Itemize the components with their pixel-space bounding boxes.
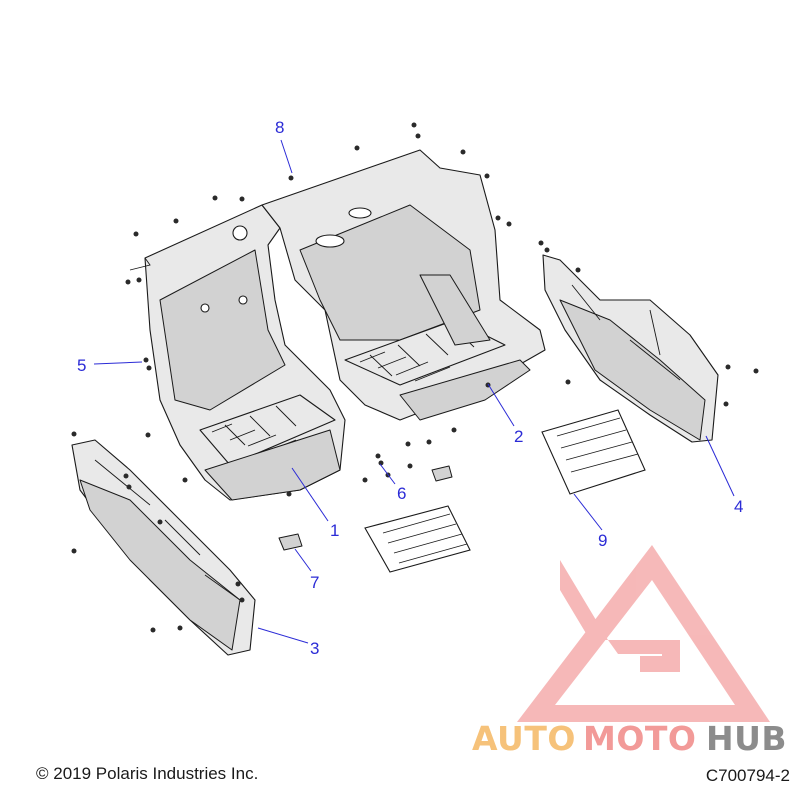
- left-floor-tub: [129, 204, 346, 501]
- callouts: 8 5 1 2 3 4 6 7 9: [77, 118, 743, 658]
- callout-5: 5: [77, 356, 86, 375]
- callout-4: 4: [734, 497, 743, 516]
- left-side-panel: [71, 439, 256, 656]
- callout-6: 6: [397, 484, 406, 503]
- right-side-panel: [542, 254, 719, 443]
- floor-mat-left: [364, 505, 471, 573]
- diagram-code: C700794-2: [705, 766, 790, 785]
- watermark-text: AUTO MOTO HUB: [472, 719, 787, 758]
- watermark-hub: HUB: [706, 719, 787, 758]
- callout-9: 9: [598, 531, 607, 550]
- callout-1: 1: [330, 521, 339, 540]
- callout-8: 8: [275, 118, 284, 137]
- fasteners: [71, 122, 759, 633]
- right-floor-tub: [261, 149, 546, 421]
- retaining-clips: [278, 465, 453, 551]
- watermark-logo: [517, 545, 770, 722]
- callout-2: 2: [514, 427, 523, 446]
- copyright-notice: © 2019 Polaris Industries Inc.: [36, 764, 259, 783]
- floor-mat-right: [541, 409, 646, 495]
- callout-3: 3: [310, 639, 319, 658]
- callout-7: 7: [310, 573, 319, 592]
- watermark-auto: AUTO: [472, 719, 576, 758]
- leader-lines: [93, 139, 735, 644]
- watermark-moto: MOTO: [583, 719, 696, 758]
